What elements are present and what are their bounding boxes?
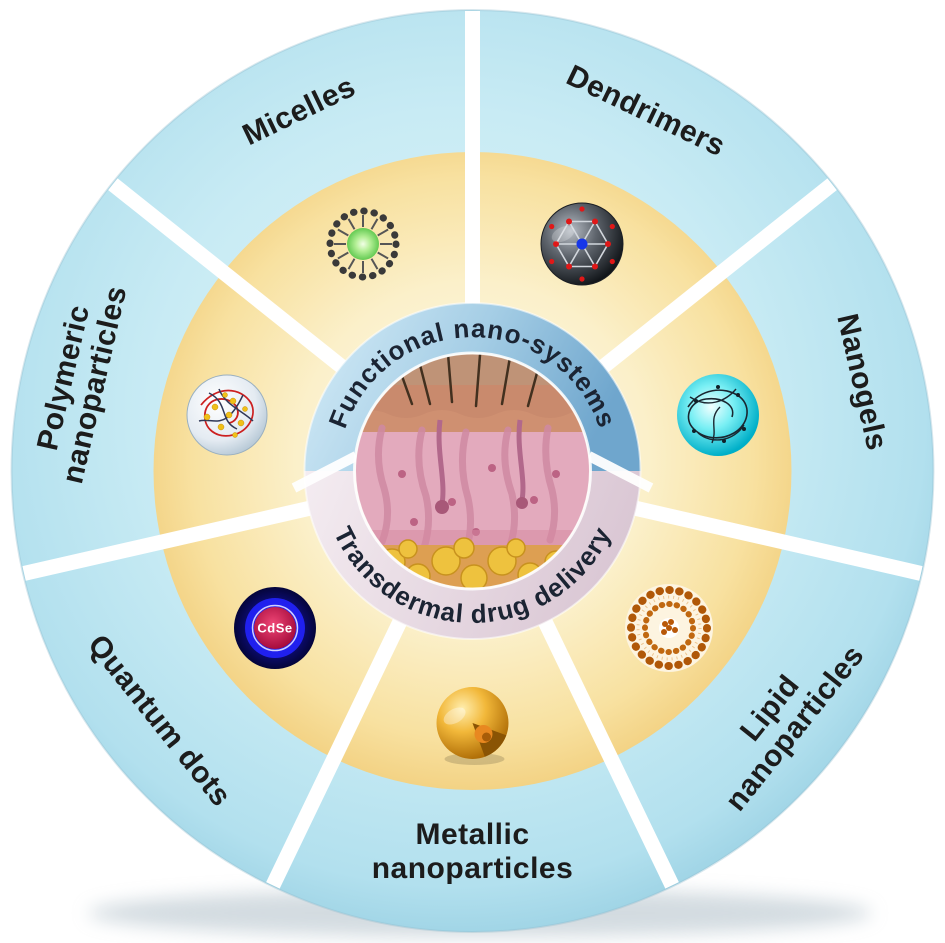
nanogel-icon (677, 374, 759, 456)
segment-divider (617, 497, 923, 581)
center-image-rim (353, 351, 592, 591)
segment-divider (108, 178, 360, 384)
hair-strands (396, 354, 542, 408)
segment-label-metallic-nanoparticles: Metallic nanoparticles (372, 818, 574, 885)
polymeric-nanoparticle-icon (186, 374, 268, 456)
svg-text:Metallic: Metallic (415, 818, 529, 851)
dendrimer-icon (540, 202, 624, 286)
segment-divider (530, 602, 679, 889)
segment-divider (585, 178, 837, 384)
metallic-nanoparticle-icon (436, 687, 509, 765)
center-ring-outer-rim (303, 302, 642, 640)
center-ring-top-half (304, 303, 641, 471)
segment-divider (22, 497, 328, 581)
outer-rim (10, 9, 935, 933)
segment-divider (266, 602, 415, 889)
quantum-dot-icon: CdSe (234, 587, 316, 669)
lipid-nanoparticle-icon (625, 584, 713, 672)
segment-dividers (22, 11, 923, 889)
cdse-label: CdSe (257, 621, 292, 636)
skin-cross-section-image (355, 354, 590, 588)
center-ring-bottom-half (304, 471, 641, 639)
micelle-icon (326, 207, 400, 281)
svg-text:nanoparticles: nanoparticles (372, 852, 574, 885)
